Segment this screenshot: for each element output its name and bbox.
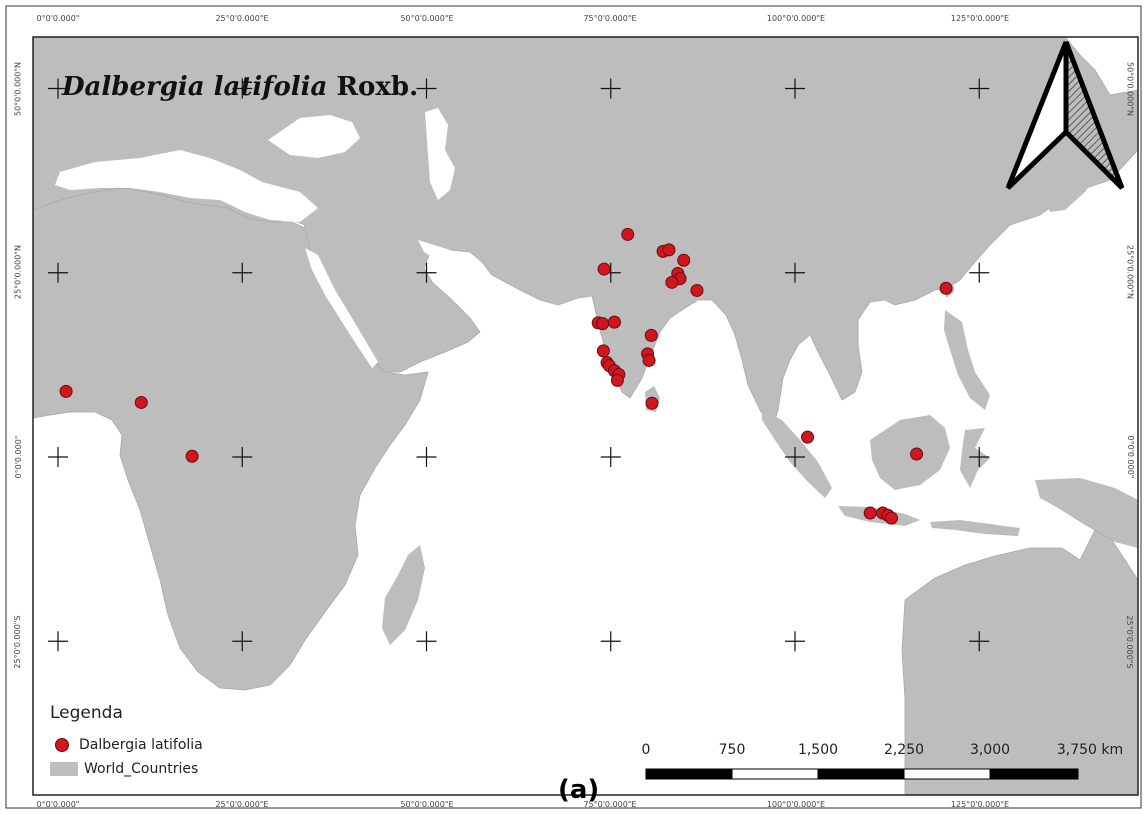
coord-left-1: 25°0'0.000"N	[13, 244, 23, 300]
lesser-sunda	[930, 520, 1020, 536]
grey-swatch-icon	[50, 762, 78, 776]
occurrence-point	[621, 227, 635, 241]
japan	[1045, 100, 1128, 212]
occurrence-point	[939, 281, 953, 295]
red-dot-icon	[55, 738, 69, 752]
africa-landmass	[33, 187, 429, 691]
scale-bar	[645, 768, 1079, 780]
occurrence-point	[596, 344, 610, 358]
coord-bottom-2: 50°0'0.000"E	[400, 800, 454, 809]
coord-top-0: 0°0'0.000"	[36, 14, 80, 23]
coord-bottom-5: 125°0'0.000"E	[950, 800, 1010, 809]
occurrence-point	[644, 328, 658, 342]
occurrence-point	[665, 275, 679, 289]
scale-label-1: 750	[718, 742, 746, 758]
coord-right-2: 0°0'0.000"	[1125, 435, 1135, 479]
red-sea	[305, 248, 378, 368]
coord-bottom-1: 25°0'0.000"E	[215, 800, 269, 809]
occurrence-point	[185, 449, 199, 463]
occurrence-point	[885, 511, 899, 525]
scale-label-0: 0	[641, 742, 651, 758]
legend-label-occurrence: Dalbergia latifolia	[79, 737, 203, 753]
map-title: Dalbergia latifolia Roxb.	[62, 72, 418, 102]
coord-right-3: 25°0'0.000"S	[1125, 615, 1135, 669]
scale-label-2: 1,500	[797, 742, 839, 758]
occurrence-point	[645, 396, 659, 410]
occurrence-point	[59, 384, 73, 398]
title-species: Dalbergia latifolia	[62, 72, 328, 102]
mediterranean-sea	[55, 150, 318, 222]
legend-title: Legenda	[50, 703, 123, 723]
graticule-crosses	[48, 78, 990, 652]
occurrence-point	[642, 353, 656, 367]
occurrence-point	[662, 243, 676, 257]
occurrence-point	[597, 262, 611, 276]
scale-label-5: 3,750 km	[1056, 742, 1124, 758]
occurrence-point	[134, 395, 148, 409]
coord-bottom-3: 75°0'0.000"E	[583, 800, 637, 809]
coord-bottom-0: 0°0'0.000"	[36, 800, 80, 809]
title-author: Roxb.	[336, 72, 419, 102]
caspian-sea	[425, 108, 455, 200]
coord-top-4: 100°0'0.000"E	[766, 14, 826, 23]
borneo	[870, 415, 950, 490]
figure-border	[5, 5, 1142, 809]
scale-label-3: 2,250	[883, 742, 925, 758]
coord-top-5: 125°0'0.000"E	[950, 14, 1010, 23]
coord-right-0: 50°0'0.000"N	[1125, 61, 1135, 117]
coord-top-2: 50°0'0.000"E	[400, 14, 454, 23]
coord-left-0: 50°0'0.000"N	[13, 61, 23, 117]
coord-top-3: 75°0'0.000"E	[583, 14, 637, 23]
madagascar	[382, 545, 425, 645]
scale-label-4: 3,000	[969, 742, 1011, 758]
occurrence-point	[690, 283, 704, 297]
sulawesi	[960, 428, 990, 488]
australia-landmass	[901, 529, 1138, 795]
panel-label: (a)	[558, 775, 600, 805]
coord-left-2: 0°0'0.000"	[13, 435, 23, 479]
persian-gulf	[418, 240, 484, 286]
philippines	[944, 310, 990, 410]
legend-item-occurrence: Dalbergia latifolia	[50, 737, 203, 753]
coord-left-3: 25°0'0.000"S	[13, 615, 23, 669]
occurrence-point	[610, 373, 624, 387]
legend-label-countries: World_Countries	[84, 761, 199, 777]
coord-bottom-4: 100°0'0.000"E	[766, 800, 826, 809]
occurrence-point	[863, 506, 877, 520]
coord-top-1: 25°0'0.000"E	[215, 14, 269, 23]
coord-right-1: 25°0'0.000"N	[1125, 244, 1135, 300]
map-frame	[32, 36, 1139, 796]
occurrence-points	[59, 227, 953, 525]
occurrence-point	[607, 315, 621, 329]
occurrence-point	[910, 447, 924, 461]
world-countries-layer	[33, 37, 1138, 795]
occurrence-point	[596, 317, 610, 331]
occurrence-point	[677, 253, 691, 267]
occurrence-point	[801, 430, 815, 444]
new-guinea	[1035, 478, 1138, 548]
legend-item-countries: World_Countries	[50, 761, 198, 777]
black-sea	[268, 115, 360, 158]
sumatra	[762, 410, 832, 498]
north-arrow-icon	[1005, 41, 1125, 190]
